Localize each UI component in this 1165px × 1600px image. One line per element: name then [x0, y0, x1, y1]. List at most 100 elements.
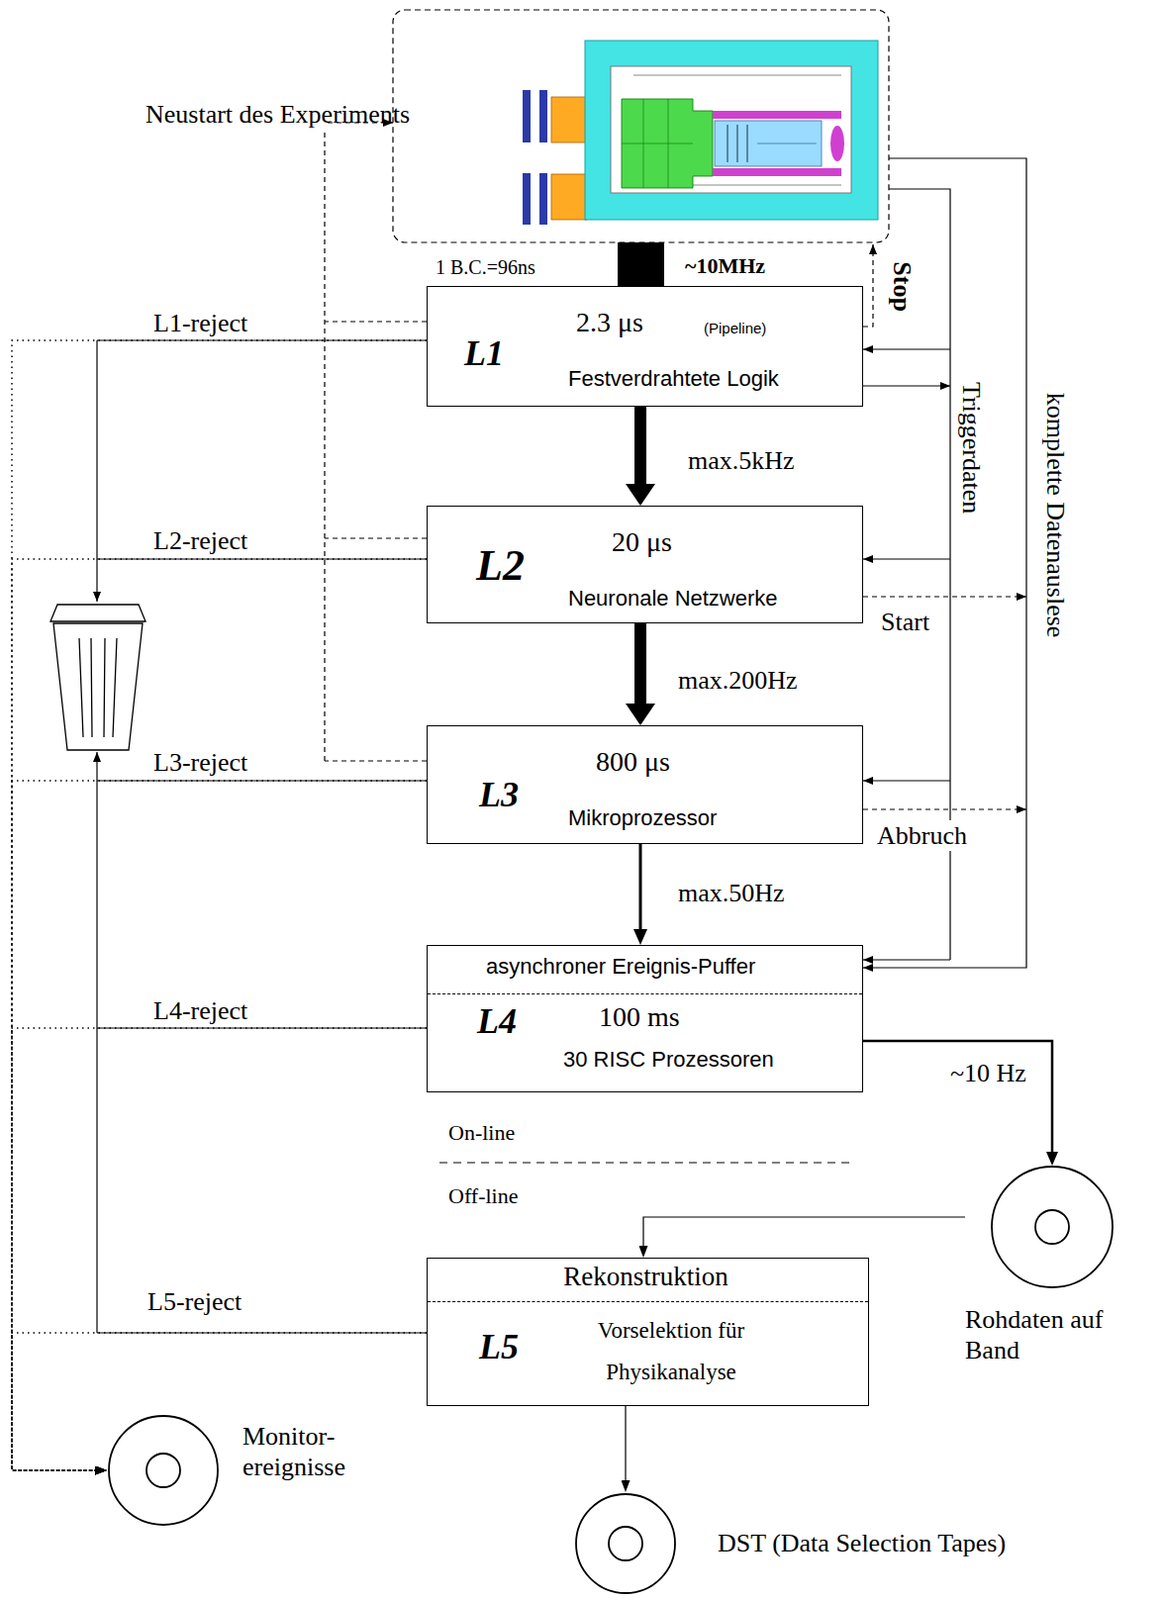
box-text: Neuronale Netzwerke [568, 585, 778, 612]
box-text: Monitor- ereignisse [242, 1421, 391, 1483]
control-lines-part [863, 595, 1027, 597]
flow-connector [634, 623, 647, 704]
control-lines-part [863, 244, 874, 327]
box-text: 2.3 μs [576, 305, 644, 340]
reject-lines [97, 340, 427, 1334]
reconstruction-box: RekonstruktionL5 Vorselektion für Physika… [426, 1258, 870, 1407]
trigger-level-box: L2 20 μs Neuronale Netzwerke [426, 505, 864, 624]
note-label: On-line [446, 1120, 517, 1147]
flow-connector [11, 780, 427, 1471]
flow-connector [634, 406, 647, 485]
tape-reel: Rohdaten auf Band [965, 1165, 1154, 1376]
trigger-level-box: L12.3 μs(Pipeline)Festverdrahtete Logik [426, 286, 864, 407]
connector-label: L4-reject [151, 995, 250, 1027]
tape-reel: DST (Data Selection Tapes) [569, 1492, 1154, 1596]
detector-illustration [392, 9, 889, 243]
box-text: Vorselektion für Physikanalyse [562, 1310, 780, 1394]
flow-connector [624, 1406, 626, 1481]
reel-rim [991, 1166, 1113, 1288]
detector-illustration-part [621, 98, 713, 189]
detector-illustration-part [737, 124, 739, 163]
control-lines-part [863, 158, 1027, 969]
box-text: asynchroner Ereignis-Puffer [485, 954, 756, 980]
box-text: Rekonstruktion [427, 1261, 865, 1293]
control-lines-part [863, 558, 951, 560]
detector-illustration-part [584, 40, 878, 220]
detector-illustration-part [551, 174, 587, 220]
connector-label: L3-reject [151, 747, 250, 778]
detector-illustration-part [539, 173, 548, 225]
detector-illustration-part [830, 125, 845, 162]
control-lines-part [439, 1162, 854, 1164]
flow-connector [11, 340, 427, 1471]
trash-can-part [53, 623, 143, 751]
box-divider [427, 993, 863, 995]
detector-illustration-part [539, 90, 548, 143]
box-text: L2 [476, 540, 525, 593]
vertical-label: Stop [885, 259, 917, 314]
note-label: 1 B.C.=96ns [433, 255, 538, 280]
control-lines-part [324, 122, 393, 762]
connector-label: L2-reject [151, 525, 250, 557]
detector-illustration-part [712, 110, 842, 119]
box-text: 30 RISC Prozessoren [563, 1047, 775, 1073]
detector-illustration-part [392, 9, 889, 243]
flow-connector [863, 1041, 1053, 1153]
detector-illustration-part [522, 90, 531, 143]
vertical-label: komplette Datenauslese [1040, 389, 1071, 640]
detector-illustration-part [757, 143, 817, 145]
reject-lines-part [97, 340, 427, 1334]
flow-connector [11, 1333, 427, 1471]
detector-illustration-part [714, 120, 822, 167]
trash-can [50, 604, 146, 751]
trigger-level-box: L3800 μsMikroprozessor [426, 725, 864, 845]
vertical-label: Triggerdaten [956, 379, 987, 515]
control-lines-part [324, 321, 427, 762]
control-lines-part [863, 348, 951, 350]
reel-hub [608, 1527, 643, 1561]
detector-illustration-part [621, 143, 693, 145]
flow-connector [11, 1028, 427, 1471]
note-label: ~10MHz [682, 253, 768, 280]
box-text: 800 μs [595, 745, 671, 779]
box-text: Mikroprozessor [568, 805, 717, 832]
box-text: L5 [479, 1326, 519, 1369]
detector-illustration-part [610, 66, 852, 194]
note-label: Neustart des Experiments [143, 98, 326, 130]
control-lines-part [863, 779, 951, 781]
reject-lines-part [96, 340, 98, 602]
data-bar [617, 242, 665, 287]
connector-label: L5-reject [145, 1286, 244, 1318]
box-text: Festverdrahtete Logik [568, 366, 779, 392]
detector-illustration-part [522, 173, 531, 225]
reject-lines-part [96, 752, 98, 1334]
tape-reel: Monitor- ereignisse [106, 1413, 385, 1529]
box-text: L4 [477, 1000, 517, 1044]
connector-label: ~10 Hz [948, 1058, 1029, 1089]
box-text: 20 μs [611, 525, 673, 560]
connector-label: max.5kHz [685, 445, 797, 477]
control-lines-part [863, 385, 951, 387]
control-lines [324, 122, 1027, 1164]
note-label: Start [878, 606, 932, 638]
reel-rim [576, 1494, 676, 1594]
detector-illustration-part [712, 168, 842, 177]
detector-illustration-part [727, 124, 729, 163]
flow-connector [11, 559, 427, 1471]
trigger-level-box: asynchroner Ereignis-PufferL4 100 ms 30 RI… [426, 945, 864, 1093]
reel-hub [1035, 1210, 1069, 1245]
flow-connector [643, 1217, 966, 1247]
note-label: Off-line [446, 1183, 520, 1210]
detector-illustration-part [747, 124, 749, 163]
box-text: 100 ms [598, 1000, 680, 1035]
note-label: Abbruch [874, 820, 970, 852]
flow-connector [639, 844, 643, 930]
box-text: DST (Data Selection Tapes) [717, 1528, 1006, 1559]
reel-rim [108, 1416, 218, 1526]
connector-label: L1-reject [151, 307, 250, 339]
detector-illustration-part [633, 75, 842, 77]
box-divider [427, 1301, 869, 1303]
trash-can-part [79, 638, 117, 738]
detector-illustration-part [551, 97, 587, 143]
